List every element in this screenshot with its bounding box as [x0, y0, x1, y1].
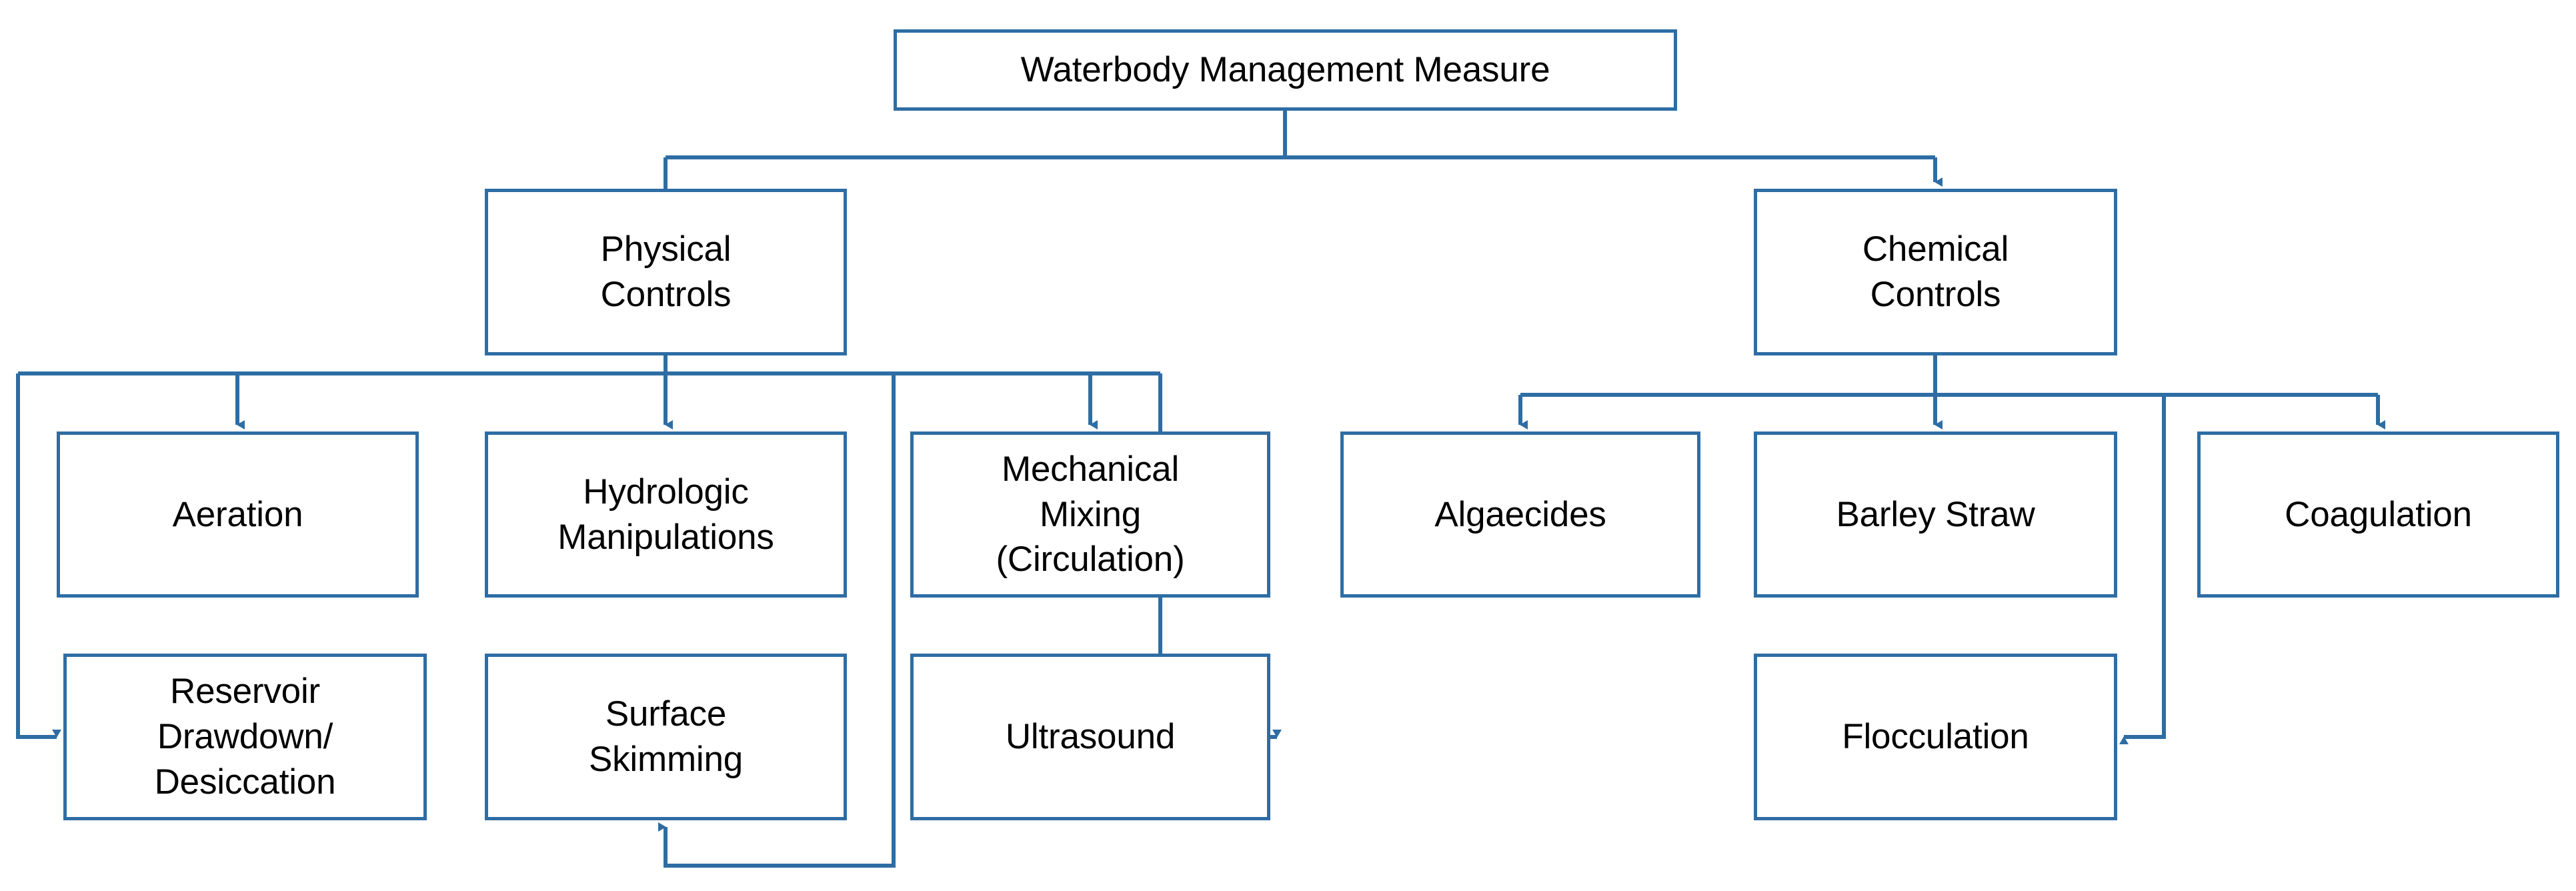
node-label-chemical-controls: Chemical Controls	[1862, 229, 2009, 314]
edge-physical-to-reservoir-drawdown	[16, 373, 61, 739]
node-hydrologic-manipulations[interactable]: Hydrologic Manipulations	[485, 431, 847, 598]
node-aeration[interactable]: Aeration	[57, 431, 419, 598]
node-surface-skimming[interactable]: Surface Skimming	[485, 654, 847, 820]
node-label-flocculation: Flocculation	[1842, 717, 2029, 757]
node-label-barley-straw: Barley Straw	[1836, 494, 2035, 534]
node-ultrasound[interactable]: Ultrasound	[910, 654, 1270, 820]
node-label-aeration: Aeration	[172, 494, 303, 534]
node-mechanical-mixing[interactable]: Mechanical Mixing (Circulation)	[910, 431, 1270, 598]
node-label-reservoir-drawdown-desiccation: Reservoir Drawdown/ Desiccation	[154, 672, 336, 802]
node-label-coagulation: Coagulation	[2285, 494, 2472, 534]
node-chemical-controls[interactable]: Chemical Controls	[1754, 189, 2117, 355]
node-label-physical-controls: Physical Controls	[600, 229, 732, 314]
node-algaecides[interactable]: Algaecides	[1340, 431, 1700, 598]
node-label-hydrologic-manipulations: Hydrologic Manipulations	[557, 472, 774, 557]
node-label-algaecides: Algaecides	[1434, 494, 1606, 534]
node-label-mechanical-mixing: Mechanical Mixing (Circulation)	[996, 449, 1185, 580]
node-label-root: Waterbody Management Measure	[1020, 50, 1550, 90]
node-coagulation[interactable]: Coagulation	[2197, 431, 2559, 598]
node-barley-straw[interactable]: Barley Straw	[1754, 431, 2117, 598]
node-label-surface-skimming: Surface Skimming	[588, 694, 744, 779]
node-physical-controls[interactable]: Physical Controls	[485, 189, 847, 355]
node-label-ultrasound: Ultrasound	[1005, 717, 1176, 757]
node-waterbody-management-measure[interactable]: Waterbody Management Measure	[894, 29, 1677, 111]
node-reservoir-drawdown-desiccation[interactable]: Reservoir Drawdown/ Desiccation	[63, 654, 427, 820]
node-flocculation[interactable]: Flocculation	[1754, 654, 2117, 820]
edge-chemical-to-flocculation	[2119, 395, 2166, 744]
